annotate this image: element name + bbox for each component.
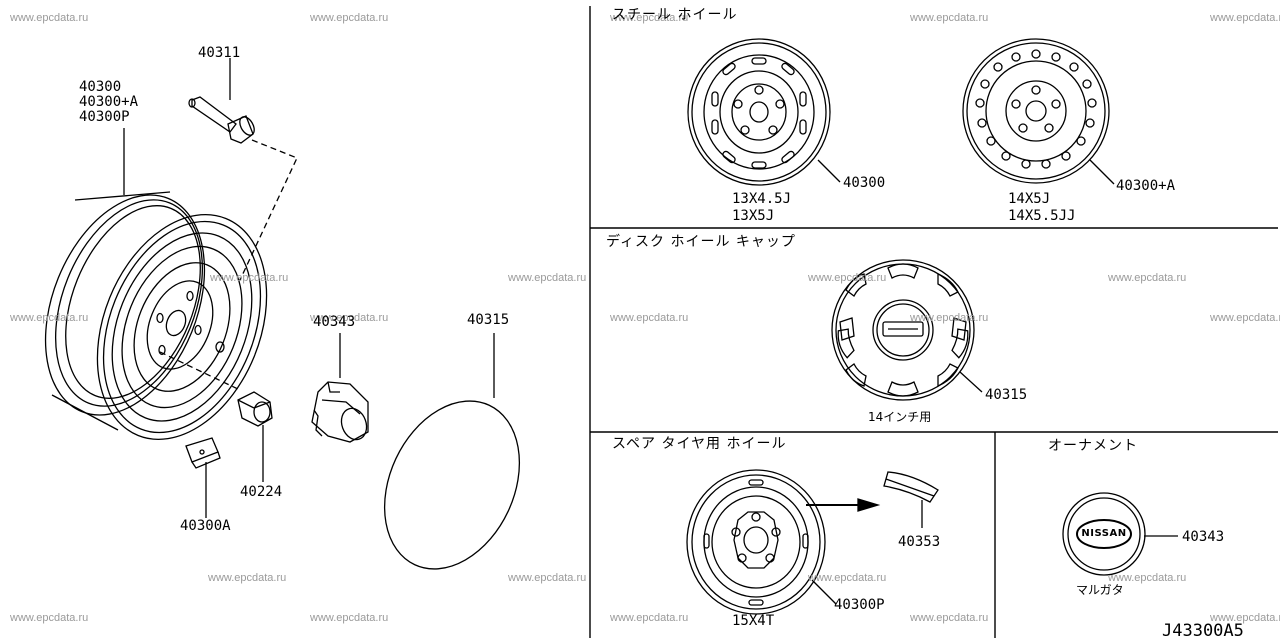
wheel-cap-drawing xyxy=(831,259,983,401)
watermark: www.epcdata.ru xyxy=(808,572,887,584)
wheel-drawing xyxy=(44,191,268,440)
section-title-ornament: オーナメント xyxy=(1048,438,1138,454)
watermark: www.epcdata.ru xyxy=(1210,612,1280,624)
watermark: www.epcdata.ru xyxy=(910,312,989,324)
watermark: www.epcdata.ru xyxy=(910,12,989,24)
size-label: 13X4.5J xyxy=(732,191,792,207)
watermark: www.epcdata.ru xyxy=(1108,272,1187,284)
drawing-code: J43300A5 xyxy=(1162,621,1244,640)
part-label-steel-left: 40300 xyxy=(843,175,886,191)
part-label-wheel: 40300 xyxy=(79,79,122,95)
vent-holes xyxy=(975,49,1097,169)
watermark: www.epcdata.ru xyxy=(610,612,689,624)
part-label-ornament-badge: 40343 xyxy=(1182,529,1225,545)
part-label-steel-right: 40300+A xyxy=(1116,178,1176,194)
nut-drawing xyxy=(237,391,273,427)
size-label: 13X5J xyxy=(732,208,775,224)
watermark: www.epcdata.ru xyxy=(1210,312,1280,324)
cap-exploded xyxy=(383,400,521,570)
watermark: www.epcdata.ru xyxy=(208,572,287,584)
size-label: 15X4T xyxy=(732,613,775,629)
part-label-ornament: 40343 xyxy=(313,314,356,330)
part-label-disc-cap: 40315 xyxy=(985,387,1028,403)
watermark: www.epcdata.ru xyxy=(808,272,887,284)
weight-drawing xyxy=(185,437,221,469)
shape-note: マルガタ xyxy=(1076,583,1124,597)
part-label-sticker: 40353 xyxy=(898,534,941,550)
section-title-steel-wheel: スチール ホイール xyxy=(612,7,738,23)
part-label-weight: 40300A xyxy=(180,518,231,534)
watermark: www.epcdata.ru xyxy=(1108,572,1187,584)
panel-borders xyxy=(589,6,1278,638)
part-label-cap: 40315 xyxy=(467,312,510,328)
watermark: www.epcdata.ru xyxy=(910,612,989,624)
watermark: www.epcdata.ru xyxy=(10,12,89,24)
watermark: www.epcdata.ru xyxy=(10,612,89,624)
part-label-wheel-a: 40300+A xyxy=(79,94,139,110)
watermark: www.epcdata.ru xyxy=(508,572,587,584)
size-note: 14インチ用 xyxy=(868,410,932,424)
part-label-valve: 40311 xyxy=(198,45,241,61)
steel-wheel-right xyxy=(962,38,1115,185)
size-label: 14X5.5JJ xyxy=(1008,208,1076,224)
watermark: www.epcdata.ru xyxy=(310,612,389,624)
size-label: 14X5J xyxy=(1008,191,1051,207)
ornament-drawing xyxy=(1062,492,1178,576)
part-label-nut: 40224 xyxy=(240,484,283,500)
watermark: www.epcdata.ru xyxy=(310,312,389,324)
watermark: www.epcdata.ru xyxy=(10,312,89,324)
ornament-exploded xyxy=(311,381,369,443)
spare-wheel-drawing xyxy=(686,469,939,615)
section-title-spare: スペア タイヤ用 ホイール xyxy=(612,436,787,452)
badge-text: NISSAN xyxy=(1081,528,1127,539)
section-title-disc-cap: ディスク ホイール キャップ xyxy=(606,234,796,250)
watermark: www.epcdata.ru xyxy=(1210,12,1280,24)
watermark: www.epcdata.ru xyxy=(610,12,689,24)
part-label-wheel-p: 40300P xyxy=(79,109,130,125)
leader-lines-left xyxy=(123,128,495,518)
watermark: www.epcdata.ru xyxy=(610,312,689,324)
watermark: www.epcdata.ru xyxy=(508,272,587,284)
valve-drawing xyxy=(188,58,298,281)
part-label-spare: 40300P xyxy=(834,597,885,613)
watermark: www.epcdata.ru xyxy=(210,272,289,284)
steel-wheel-left xyxy=(687,38,841,186)
watermark: www.epcdata.ru xyxy=(310,12,389,24)
